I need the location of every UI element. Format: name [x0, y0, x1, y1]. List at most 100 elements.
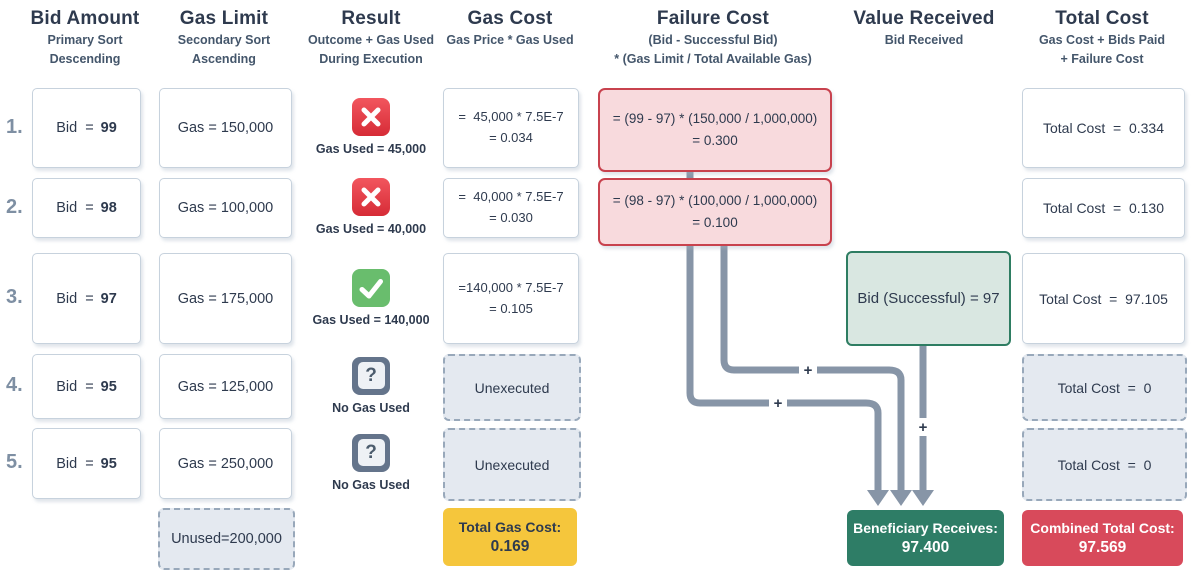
total-gas-cost-value: 0.169 — [490, 537, 530, 555]
header-failure-cost: Failure Cost (Bid - Successful Bid) * (G… — [593, 8, 833, 68]
failure-formula: = (99 - 97) * (150,000 / 1,000,000) — [612, 110, 818, 126]
gas-limit-box-4: Gas = 125,000 — [159, 354, 292, 419]
gas-limit-box-5: Gas = 250,000 — [159, 428, 292, 499]
row-number-4: 4. — [6, 374, 23, 396]
gas-cost-box-1: = 45,000 * 7.5E-7 = 0.034 — [443, 88, 579, 168]
success-check-icon: ? — [352, 268, 390, 307]
bid-value: 95 — [100, 378, 117, 395]
total-cost-box-1: Total Cost = 0.334 — [1022, 88, 1185, 168]
gas-cost-box-2: = 40,000 * 7.5E-7 = 0.030 — [443, 178, 579, 238]
gas-cost-unexecuted-box-5: Unexecuted — [443, 428, 581, 501]
gas-cost-formula: =140,000 * 7.5E-7 — [458, 279, 564, 295]
header-subtitle: Bid Received — [884, 33, 964, 47]
result-cell-3: ? Gas Used = 140,000 — [301, 253, 441, 342]
total-cost-box-2: Total Cost = 0.130 — [1022, 178, 1185, 238]
header-subtitle: During Execution — [319, 52, 423, 66]
header-subtitle: + Failure Cost — [1060, 52, 1144, 66]
gas-cost-formula: = 45,000 * 7.5E-7 — [458, 109, 564, 125]
check-glyph-icon — [359, 278, 383, 298]
total-cost-box-5: Total Cost = 0 — [1022, 428, 1187, 501]
unused-gas-box: Unused=200,000 — [158, 508, 295, 570]
total-cost-box-3: Total Cost = 97.105 — [1022, 253, 1185, 344]
bid-value: 97 — [100, 290, 117, 307]
header-bid-amount: Bid Amount Primary Sort Descending — [5, 8, 165, 68]
gas-cost-box-3: =140,000 * 7.5E-7 = 0.105 — [443, 253, 579, 344]
header-gas-limit: Gas Limit Secondary Sort Ascending — [144, 8, 304, 68]
failure-cost-box-1: = (99 - 97) * (150,000 / 1,000,000) = 0.… — [598, 88, 832, 172]
plus-sign: + — [914, 418, 932, 436]
gas-used-label: Gas Used = 45,000 — [315, 142, 427, 156]
bid-value: 99 — [100, 120, 117, 136]
total-cost-box-4: Total Cost = 0 — [1022, 354, 1187, 421]
header-subtitle: Descending — [49, 52, 121, 66]
failure-formula: = (98 - 97) * (100,000 / 1,000,000) — [612, 192, 818, 208]
header-subtitle: Primary Sort — [47, 33, 123, 47]
gas-cost-formula: = 40,000 * 7.5E-7 — [458, 189, 564, 205]
header-title: Value Received — [853, 8, 995, 29]
beneficiary-receives-box: Beneficiary Receives: 97.400 — [847, 510, 1004, 566]
question-glyph-icon: ? — [357, 362, 385, 389]
header-subtitle: Ascending — [192, 52, 256, 66]
header-gas-cost: Gas Cost Gas Price * Gas Used — [420, 8, 600, 50]
header-title: Result — [341, 8, 401, 29]
combined-total-cost-label: Combined Total Cost: — [1030, 519, 1175, 536]
question-icon: ? — [352, 356, 390, 395]
gas-limit-box-1: Gas = 150,000 — [159, 88, 292, 168]
header-title: Failure Cost — [656, 8, 770, 29]
header-title: Gas Limit — [179, 8, 269, 29]
header-subtitle: Secondary Sort — [177, 33, 271, 47]
combined-total-cost-box: Combined Total Cost: 97.569 — [1022, 510, 1183, 566]
gas-cost-result: = 0.030 — [489, 210, 533, 225]
bid-value: 98 — [100, 200, 117, 216]
bid-box-3: Bid = 97 — [32, 253, 141, 344]
gas-cost-result: = 0.105 — [489, 300, 533, 316]
no-gas-used-label: No Gas Used — [332, 400, 410, 415]
gas-cost-result: = 0.034 — [489, 130, 533, 145]
row-number-2: 2. — [6, 195, 23, 218]
result-cell-4: ? No Gas Used — [301, 354, 441, 417]
x-glyph-icon — [361, 107, 381, 127]
header-total-cost: Total Cost Gas Cost + Bids Paid + Failur… — [1012, 8, 1192, 68]
total-gas-cost-label: Total Gas Cost: — [458, 518, 562, 535]
header-subtitle: (Bid - Successful Bid) — [648, 33, 778, 47]
gas-used-label: Gas Used = 40,000 — [315, 222, 427, 236]
bid-label: Bid = — [56, 290, 94, 307]
header-subtitle: * (Gas Limit / Total Available Gas) — [614, 52, 812, 66]
arrowhead-icon — [890, 490, 912, 506]
plus-sign: + — [769, 394, 787, 412]
header-subtitle: Gas Cost + Bids Paid — [1038, 33, 1166, 47]
plus-sign: + — [799, 361, 817, 379]
header-subtitle: Outcome + Gas Used — [307, 33, 435, 47]
header-subtitle: Gas Price * Gas Used — [446, 33, 574, 47]
arrowhead-icon — [912, 490, 934, 506]
bid-label: Bid = — [56, 120, 94, 136]
bid-label: Bid = — [56, 200, 94, 216]
gas-limit-box-2: Gas = 100,000 — [159, 178, 292, 238]
question-icon: ? — [352, 433, 390, 472]
x-glyph-icon — [361, 187, 381, 207]
total-gas-cost-box: Total Gas Cost: 0.169 — [443, 508, 577, 566]
value-received-box: Bid (Successful) = 97 — [846, 251, 1011, 346]
row-number-3: 3. — [6, 286, 23, 308]
row-number-5: 5. — [6, 451, 23, 473]
arrowhead-icon — [867, 490, 889, 506]
result-cell-5: ? No Gas Used — [301, 428, 441, 497]
header-title: Total Cost — [1055, 8, 1149, 29]
bid-box-1: Bid = 99 — [32, 88, 141, 168]
bid-label: Bid = — [56, 378, 94, 395]
bid-value: 95 — [100, 455, 117, 472]
error-x-icon: ? — [352, 178, 390, 216]
header-title: Bid Amount — [30, 8, 140, 29]
header-value-received: Value Received Bid Received — [834, 8, 1014, 50]
combined-total-cost-value: 97.569 — [1078, 538, 1127, 556]
beneficiary-value: 97.400 — [901, 538, 950, 556]
header-result: Result Outcome + Gas Used During Executi… — [291, 8, 451, 68]
bid-box-2: Bid = 98 — [32, 178, 141, 238]
failure-result: = 0.300 — [692, 133, 738, 148]
no-gas-used-label: No Gas Used — [332, 477, 410, 492]
failure-result: = 0.100 — [692, 215, 738, 230]
bid-box-4: Bid = 95 — [32, 354, 141, 419]
failure-cost-box-2: = (98 - 97) * (100,000 / 1,000,000) = 0.… — [598, 178, 832, 246]
gas-limit-box-3: Gas = 175,000 — [159, 253, 292, 344]
